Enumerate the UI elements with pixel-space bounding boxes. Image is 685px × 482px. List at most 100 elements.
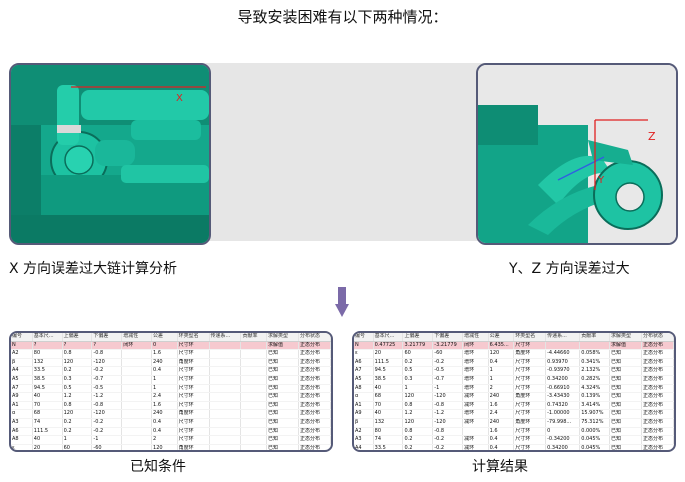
column-header[interactable]: 基本尺... [373,333,404,342]
table-cell: 正态分布 [641,435,674,445]
column-header[interactable]: 环类型名 [513,333,547,342]
table-cell: 已知 [266,427,299,437]
table-cell: 正态分布 [641,427,674,437]
table-cell [240,392,268,402]
column-header[interactable]: 编号 [354,333,374,342]
column-header[interactable]: 传递系... [209,333,242,342]
column-header[interactable]: 公差 [488,333,515,342]
table-cell [240,341,268,351]
table-cell: 1 [488,375,515,385]
table-cell [209,409,242,419]
table-cell: A6 [11,427,33,437]
table-cell [240,366,268,376]
caption-x-analysis: X 方向误差过大链计算分析 [9,261,178,277]
table-cell: 0.8 [62,349,93,359]
table-cell: 2 [151,435,178,445]
table-cell: N [11,341,33,351]
column-header[interactable]: 增减性 [462,333,489,342]
x-axis-label: X [176,93,183,104]
table-cell: 尺寸环 [513,358,547,368]
column-header[interactable]: 增减性 [121,333,153,342]
column-header[interactable]: 环类型名 [177,333,210,342]
table-cell [240,418,268,428]
column-header[interactable]: 下偏差 [432,333,464,342]
table-cell: β [354,418,374,428]
table-cell: 角度环 [177,444,210,450]
table-cell: 正态分布 [641,349,674,359]
table-cell: 正态分布 [641,341,674,351]
column-header[interactable]: 求解类型 [609,333,642,342]
table-cell: -0.8 [91,349,123,359]
column-header[interactable]: 求解类型 [266,333,299,342]
table-cell: 40 [373,409,404,419]
table-cell: -1 [91,435,123,445]
column-header[interactable]: 编号 [11,333,33,342]
table-cell: 正态分布 [641,409,674,419]
table-cell: 1 [62,435,93,445]
column-header[interactable]: 公差 [151,333,178,342]
column-header[interactable]: 贡献率 [240,333,268,342]
engine-x-view-drawing: X [11,65,209,243]
table-cell: 0.045% [579,444,611,450]
table-cell: 0.2 [402,444,434,450]
table-cell: 3.414% [579,401,611,411]
table-cell: -79.998... [545,418,581,428]
table-cell: 已知 [266,349,299,359]
table-cell: 1 [402,384,434,394]
known-conditions-table-panel: 编号基本尺...上偏差下偏差增减性公差环类型名传递系...贡献率求解类型分布状态… [9,331,333,452]
table-cell: 40 [32,392,63,402]
column-header[interactable]: 基本尺... [32,333,63,342]
table-cell: 0.8 [402,401,434,411]
table-cell: 111.5 [373,358,404,368]
column-header[interactable]: 上偏差 [402,333,434,342]
column-header[interactable]: 分布状态 [641,333,674,342]
table-cell: 正态分布 [298,418,331,428]
table-cell: -3.21779 [432,341,464,351]
table-cell [209,349,242,359]
table-cell: 0.045% [579,435,611,445]
engine-yz-view-image: Z Y [476,63,678,245]
table-cell: 38.5 [32,375,63,385]
table-cell [240,409,268,419]
table-cell: 尺寸环 [513,384,547,394]
table-cell [121,435,153,445]
column-header[interactable]: 传递系... [545,333,581,342]
table-cell: 120 [62,409,93,419]
table-cell: 已知 [266,392,299,402]
table-cell: 求解值 [609,341,642,351]
table-cell: 2.132% [579,366,611,376]
table-cell: 1.2 [62,392,93,402]
column-header[interactable]: 贡献率 [579,333,611,342]
column-header[interactable]: 分布状态 [298,333,331,342]
column-header[interactable]: 上偏差 [62,333,93,342]
table-cell: -1.2 [91,392,123,402]
column-header[interactable]: 下偏差 [91,333,123,342]
table-cell: A5 [354,375,374,385]
